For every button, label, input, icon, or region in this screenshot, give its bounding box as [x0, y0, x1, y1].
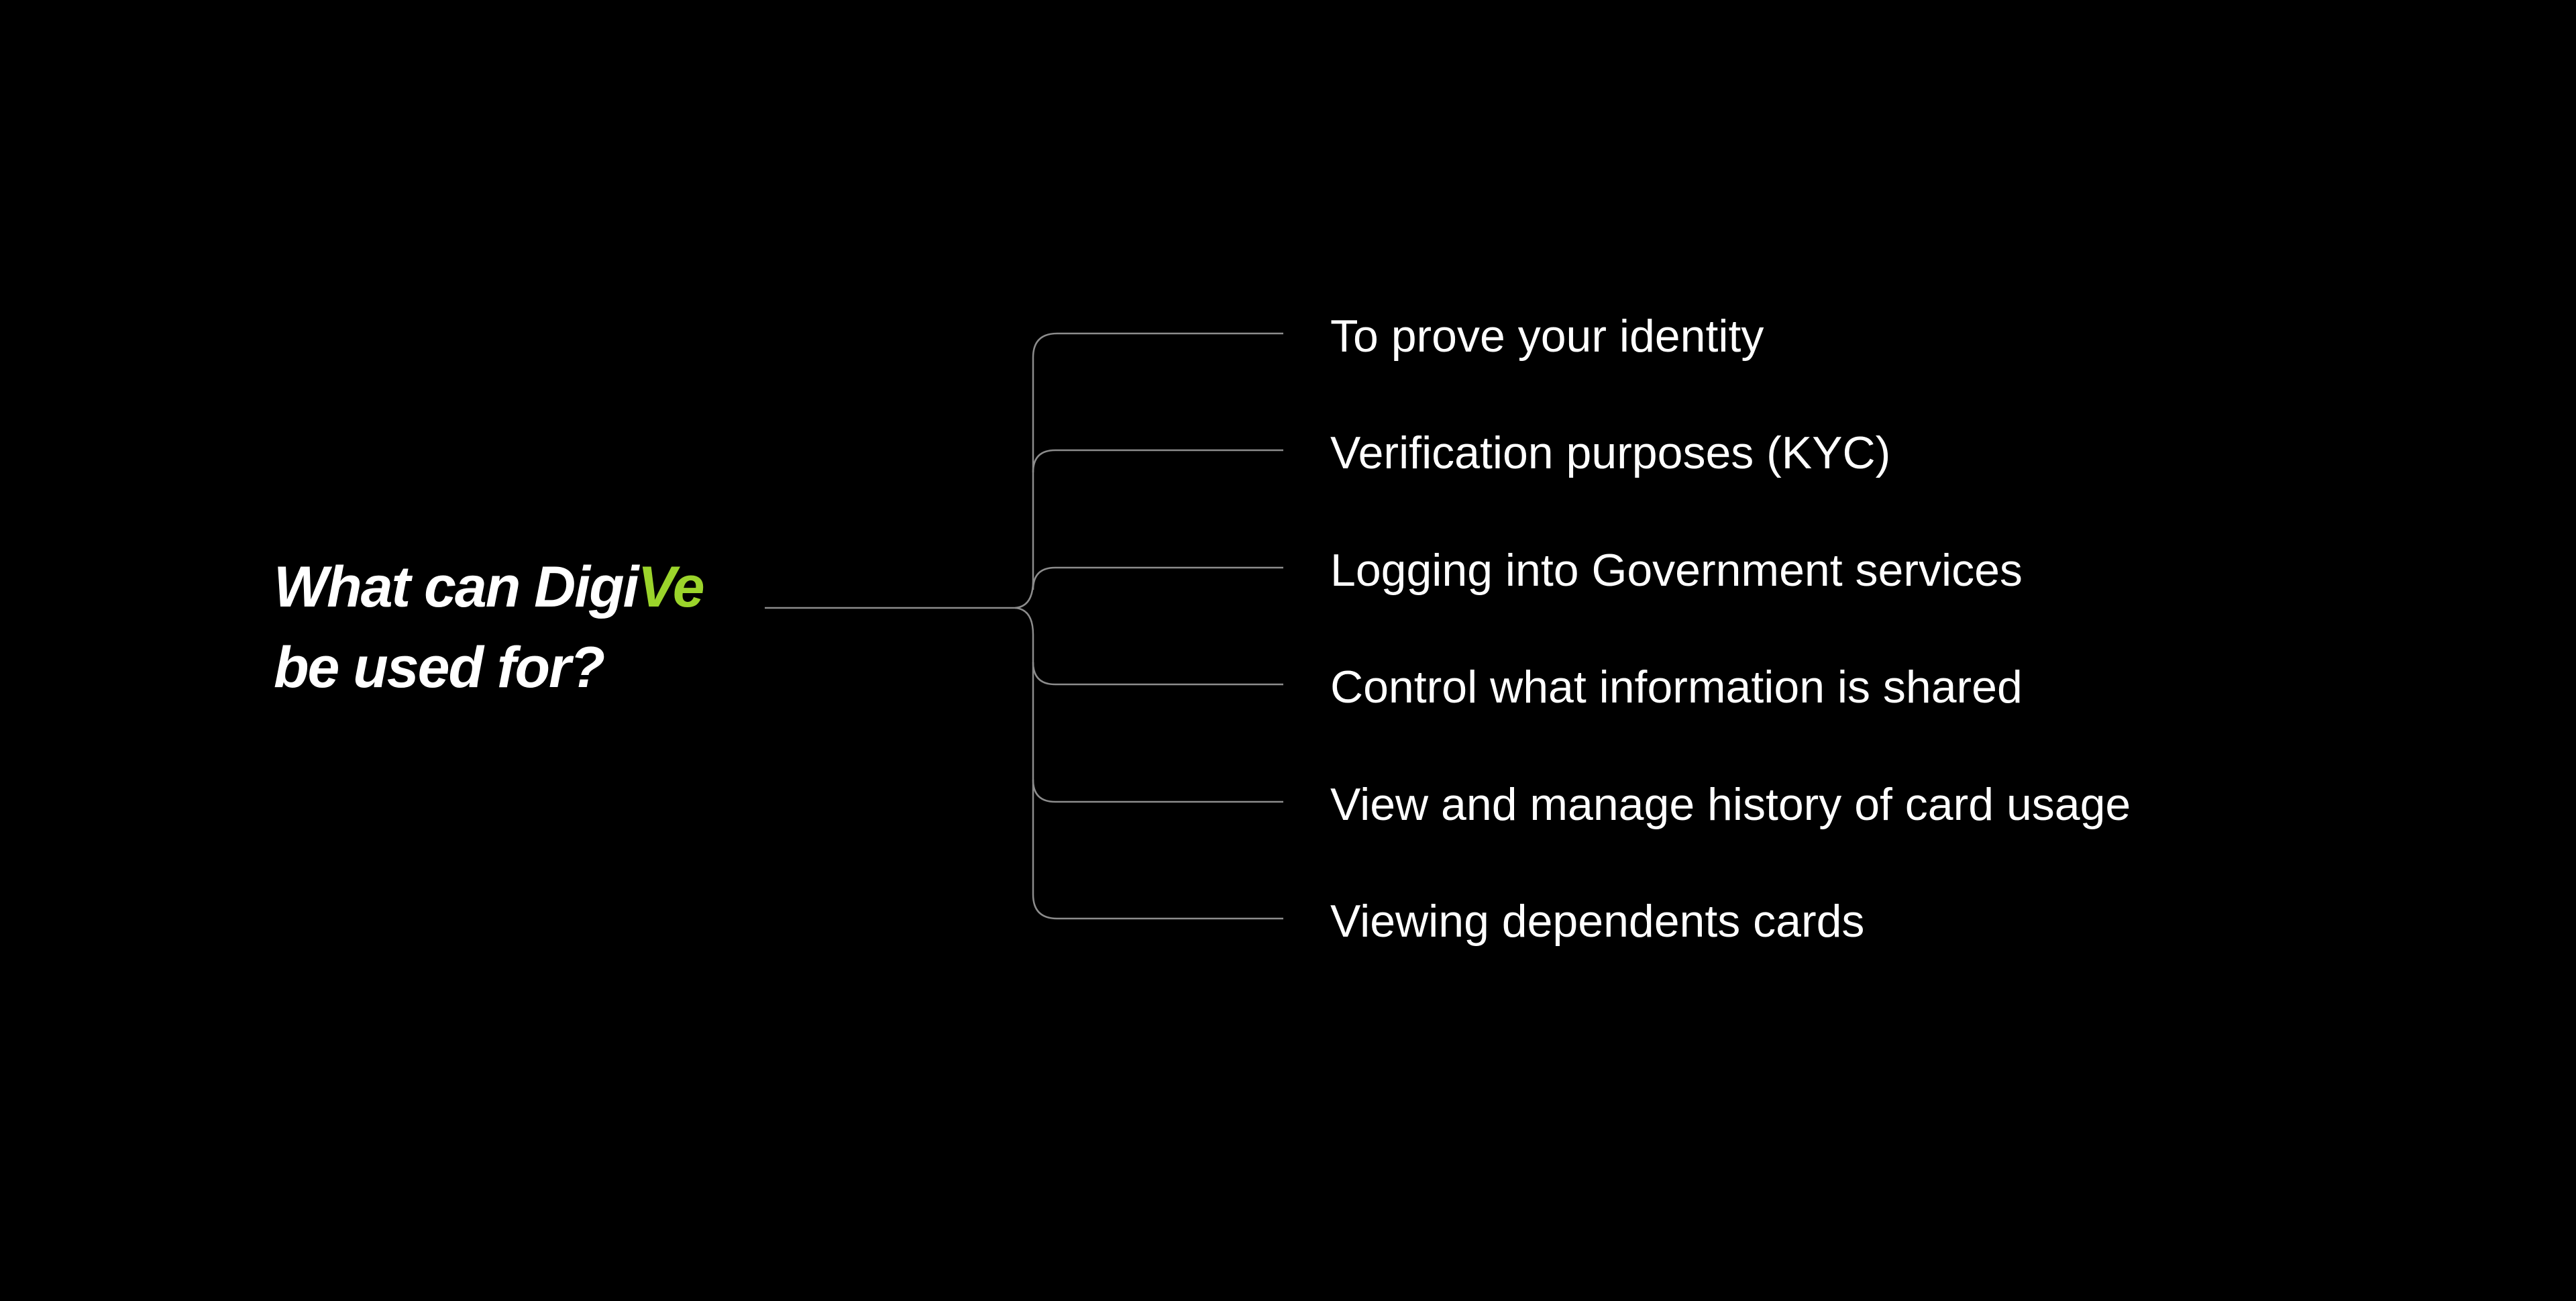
- branch-node-2[interactable]: Verification purposes (KYC): [1330, 427, 1891, 478]
- spine-upper-and-branch-1: [1014, 332, 1283, 609]
- mindmap-root-node[interactable]: What can DigiVe be used for?: [274, 547, 705, 708]
- spine-lower-and-branch-6: [1014, 607, 1283, 920]
- root-title-text: What can Digi: [274, 555, 639, 619]
- branch-node-4[interactable]: Control what information is shared: [1330, 662, 2023, 713]
- branch-node-5[interactable]: View and manage history of card usage: [1330, 779, 2131, 830]
- branch-node-1[interactable]: To prove your identity: [1330, 311, 1764, 362]
- root-title-line2: be used for?: [274, 635, 605, 700]
- branch-connector-2: [1032, 449, 1283, 473]
- branch-node-6[interactable]: Viewing dependents cards: [1330, 896, 1865, 947]
- branch-connector-4: [1032, 662, 1283, 686]
- branch-node-3[interactable]: Logging into Government services: [1330, 545, 2023, 596]
- branch-connector-3: [1032, 566, 1283, 590]
- branch-connector-5: [1032, 779, 1283, 803]
- root-title-line1: What can DigiVe: [274, 547, 705, 627]
- root-title-accent: Ve: [637, 555, 705, 619]
